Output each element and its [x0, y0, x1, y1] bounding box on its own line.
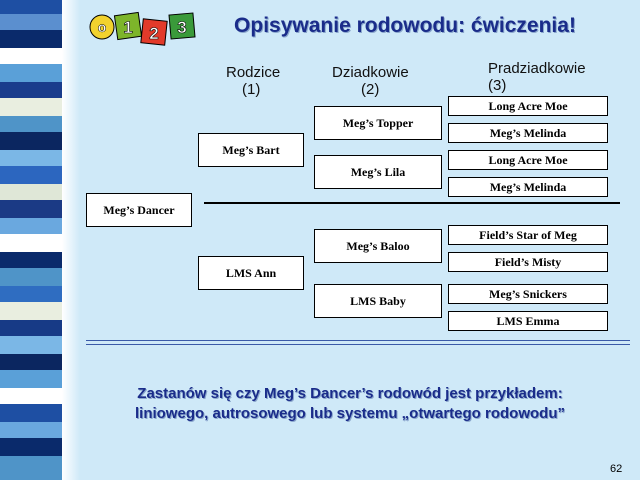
column-heading-grandparents: Dziadkowie (2)	[332, 64, 409, 98]
slide-title: Opisywanie rodowodu: ćwiczenia!	[234, 14, 576, 37]
column-heading-parents: Rodzice (1)	[226, 64, 280, 98]
great-grandparent-box-4: Meg’s Melinda	[448, 177, 608, 197]
numbers-blocks-logo: o 1 2 3	[89, 11, 196, 46]
column-heading-grandparents-label: Dziadkowie	[332, 64, 409, 81]
question-text-line-1: Zastanów się czy Meg’s Dancer’s rodowód …	[137, 385, 563, 402]
grandparent-box-3: Meg’s Baloo	[314, 229, 442, 263]
great-grandparent-box-8: LMS Emma	[448, 311, 608, 331]
parent-box-dam: LMS Ann	[198, 256, 304, 290]
column-heading-great-grandparents-number: (3)	[488, 77, 507, 94]
grandparent-box-1: Meg’s Topper	[314, 106, 442, 140]
great-grandparent-box-2: Meg’s Melinda	[448, 123, 608, 143]
grandparent-box-4: LMS Baby	[314, 284, 442, 318]
column-heading-great-grandparents: Pradziadkowie (3)	[488, 60, 586, 94]
column-heading-parents-number: (1)	[242, 81, 261, 98]
column-heading-grandparents-number: (2)	[361, 81, 380, 98]
question-text-line-2: liniowego, autrosowego lub systemu „otwa…	[134, 405, 565, 422]
pedigree-subject-box: Meg’s Dancer	[86, 193, 192, 227]
logo-glyph-2: 2	[149, 24, 158, 43]
decorative-stripe-bar	[0, 0, 62, 480]
column-heading-great-grandparents-label: Pradziadkowie	[488, 60, 586, 77]
separator-line-bottom	[86, 344, 630, 345]
parent-box-sire: Meg’s Bart	[198, 133, 304, 167]
logo-glyph-o: o	[98, 19, 107, 35]
logo-glyph-3: 3	[177, 18, 186, 37]
great-grandparent-box-3: Long Acre Moe	[448, 150, 608, 170]
great-grandparent-box-1: Long Acre Moe	[448, 96, 608, 116]
great-grandparent-box-5: Field’s Star of Meg	[448, 225, 608, 245]
grandparent-box-2: Meg’s Lila	[314, 155, 442, 189]
slide-gradient-edge	[62, 0, 80, 480]
pedigree-divider-line	[204, 202, 620, 204]
great-grandparent-box-6: Field’s Misty	[448, 252, 608, 272]
separator-line-top	[86, 340, 630, 341]
question-text: Zastanów się czy Meg’s Dancer’s rodowód …	[100, 384, 600, 424]
great-grandparent-box-7: Meg’s Snickers	[448, 284, 608, 304]
column-heading-parents-label: Rodzice	[226, 64, 281, 81]
logo-glyph-1: 1	[123, 18, 132, 37]
page-number: 62	[610, 463, 623, 475]
